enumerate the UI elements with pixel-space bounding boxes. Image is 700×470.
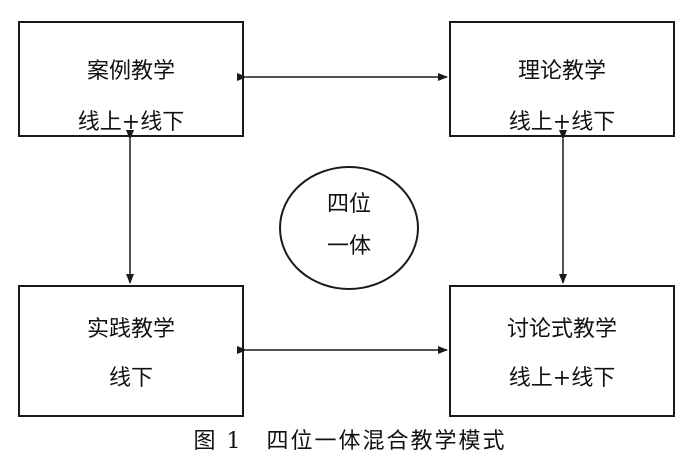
- box-theory-teaching: 理论教学 线上+线下: [449, 21, 675, 137]
- caption-label: 图 1: [193, 429, 243, 454]
- center-circle: 四位 一体: [279, 166, 419, 290]
- figure-caption: 图 1 四位一体混合教学模式: [0, 428, 700, 456]
- box-title: 案例教学: [86, 59, 175, 84]
- box-discussion-teaching: 讨论式教学 线上+线下: [449, 285, 675, 417]
- box-mode: 线上+线下: [508, 366, 616, 391]
- box-mode: 线下: [108, 366, 153, 391]
- box-case-teaching: 案例教学 线上+线下: [18, 21, 244, 137]
- caption-text: 四位一体混合教学模式: [266, 429, 507, 454]
- box-title: 实践教学: [86, 317, 175, 342]
- box-title: 理论教学: [517, 59, 606, 84]
- box-title: 讨论式教学: [506, 317, 617, 342]
- box-practice-teaching: 实践教学 线下: [18, 285, 244, 417]
- center-text-line1: 四位: [326, 192, 371, 217]
- center-text-line2: 一体: [326, 234, 371, 259]
